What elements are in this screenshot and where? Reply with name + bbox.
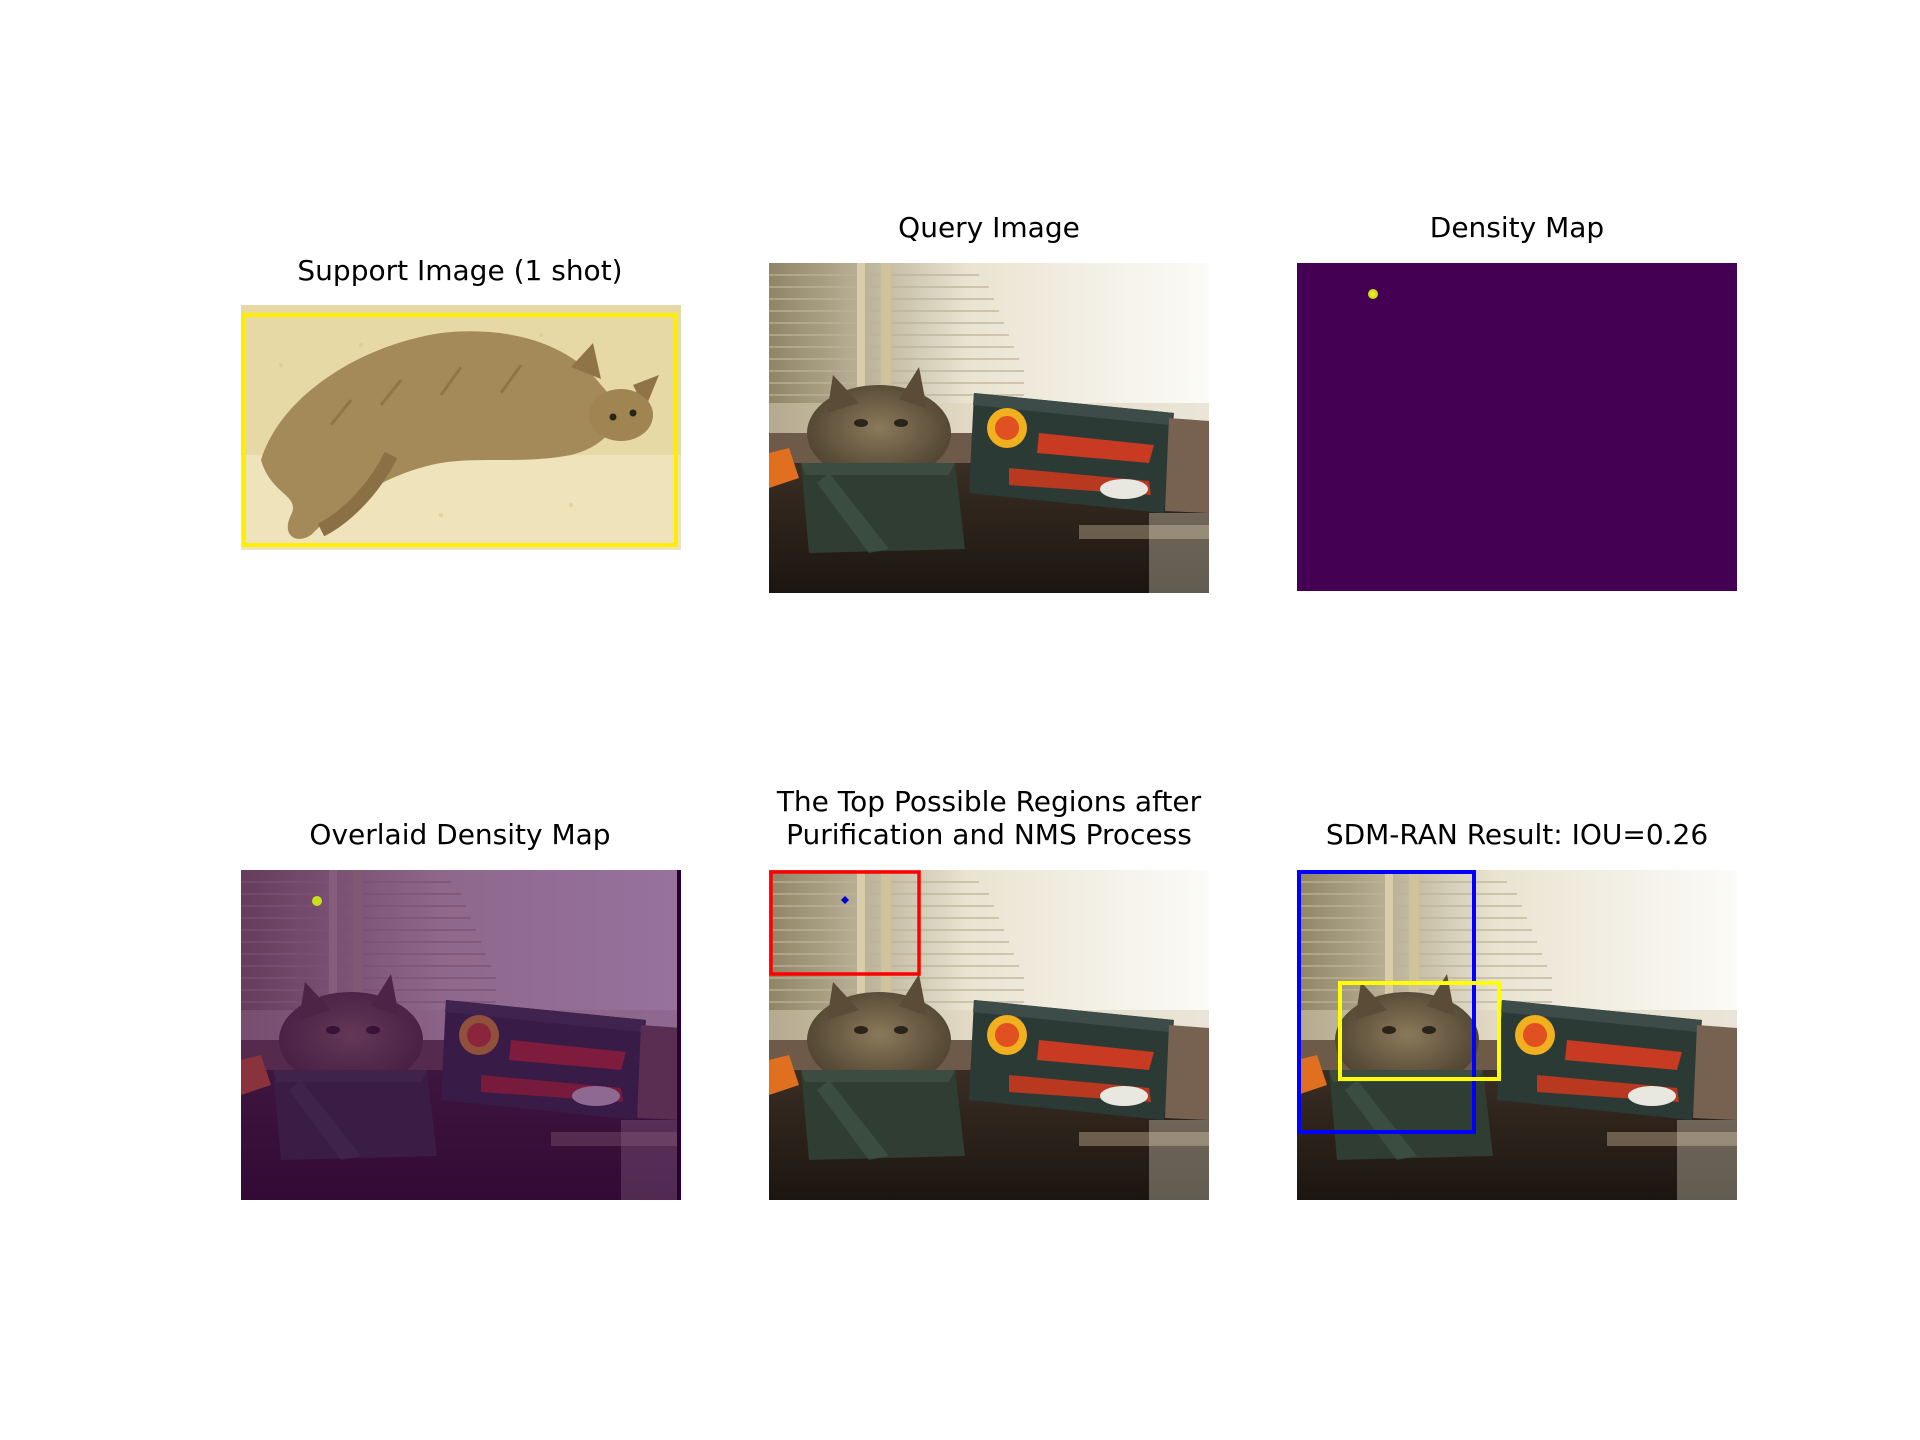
result-image bbox=[1297, 870, 1737, 1200]
panel-title-density: Density Map bbox=[1429, 211, 1605, 244]
density-map bbox=[1297, 263, 1737, 591]
panel-title-result: SDM-RAN Result: IOU=0.26 bbox=[1325, 818, 1709, 851]
support-image bbox=[241, 305, 681, 550]
panel-title-support: Support Image (1 shot) bbox=[297, 254, 623, 287]
query-image bbox=[769, 263, 1209, 593]
panel-title-query: Query Image bbox=[898, 211, 1080, 244]
top-regions-image bbox=[769, 870, 1209, 1200]
panel-title-top-regions: The Top Possible Regions after Purificat… bbox=[776, 785, 1202, 851]
overlaid-density-map bbox=[241, 870, 681, 1200]
panel-title-overlaid: Overlaid Density Map bbox=[309, 818, 611, 851]
